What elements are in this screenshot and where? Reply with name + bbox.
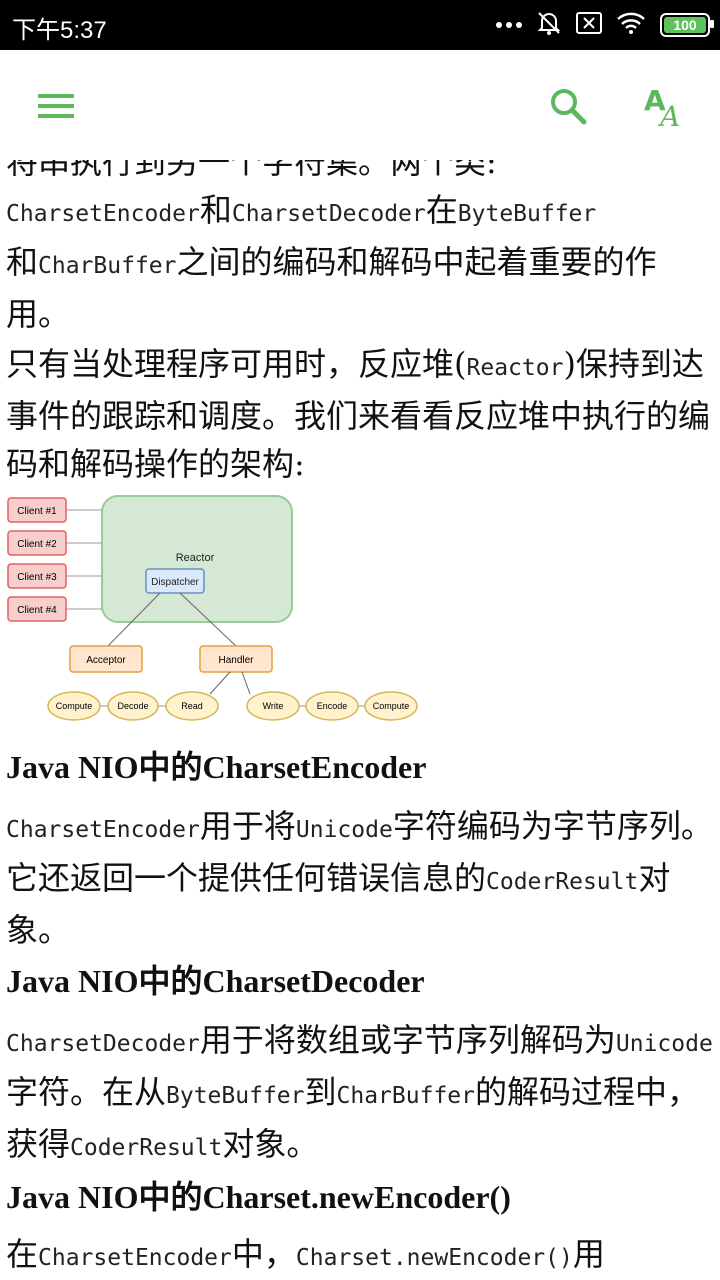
client-2: Client #2 <box>7 530 102 556</box>
heading-new-encoder: Java NIO中的Charset.newEncoder() <box>6 1179 511 1215</box>
svg-text:Acceptor: Acceptor <box>86 655 126 666</box>
client-1: Client #1 <box>7 497 102 523</box>
paragraph-3: CharsetEncoder用于将Unicode字符编码为字节序列。它还返回一个… <box>6 807 713 949</box>
paragraph-5: 在CharsetEncoder中，Charset.newEncoder()用 <box>6 1235 605 1273</box>
svg-text:A: A <box>644 84 666 117</box>
svg-text:Handler: Handler <box>218 655 254 666</box>
status-time: 下午5:37 <box>12 17 107 44</box>
svg-text:Compute: Compute <box>373 701 410 711</box>
op-read: Read <box>165 691 219 721</box>
op-write: Write <box>246 691 300 721</box>
svg-text:Decode: Decode <box>117 701 148 711</box>
client-3: Client #3 <box>7 563 102 589</box>
battery-icon: 100 <box>660 13 714 37</box>
svg-text:Client #3: Client #3 <box>17 572 57 583</box>
svg-text:Read: Read <box>181 701 203 711</box>
sim-icon <box>576 11 602 39</box>
paragraph-4: CharsetDecoder用于将数组或字节序列解码为Unicode字符。在从B… <box>6 1021 713 1163</box>
svg-text:Client #1: Client #1 <box>17 506 57 517</box>
font-size-icon[interactable]: A A <box>636 78 692 134</box>
svg-text:Client #4: Client #4 <box>17 605 57 616</box>
status-bar: 下午5:37 100 <box>0 0 720 50</box>
wifi-icon <box>616 12 646 39</box>
status-icons: 100 <box>496 10 714 41</box>
svg-text:Write: Write <box>263 701 284 711</box>
search-icon[interactable] <box>540 78 596 134</box>
svg-text:Compute: Compute <box>56 701 93 711</box>
handler-box: Handler <box>199 645 273 673</box>
heading-charset-encoder: Java NIO中的CharsetEncoder <box>6 749 427 785</box>
battery-level: 100 <box>673 17 697 33</box>
svg-text:Client #2: Client #2 <box>17 539 57 550</box>
mute-icon <box>536 10 562 41</box>
hamburger-menu-icon[interactable] <box>28 78 84 134</box>
client-4: Client #4 <box>7 596 102 622</box>
op-decode: Decode <box>107 691 159 721</box>
paragraph-2: 只有当处理程序可用时，反应堆(Reactor)保持到达事件的跟踪和调度。我们来看… <box>6 345 711 483</box>
reactor-label: Reactor <box>176 552 215 564</box>
svg-text:A: A <box>657 100 680 128</box>
dispatcher-label: Dispatcher <box>151 577 199 588</box>
more-dots-icon <box>496 16 522 34</box>
acceptor-box: Acceptor <box>69 645 143 673</box>
op-compute-2: Compute <box>364 691 418 721</box>
svg-text:Encode: Encode <box>317 701 348 711</box>
op-compute-1: Compute <box>47 691 101 721</box>
reactor-diagram: Reactor Dispatcher Client #1 Client #2 C… <box>7 495 418 721</box>
heading-charset-decoder: Java NIO中的CharsetDecoder <box>6 963 425 999</box>
op-encode: Encode <box>305 691 359 721</box>
app-toolbar: A A <box>0 50 720 160</box>
paragraph-1: 将串执行到另一个字符集。两个类: CharsetEncoder和CharsetD… <box>6 143 657 333</box>
